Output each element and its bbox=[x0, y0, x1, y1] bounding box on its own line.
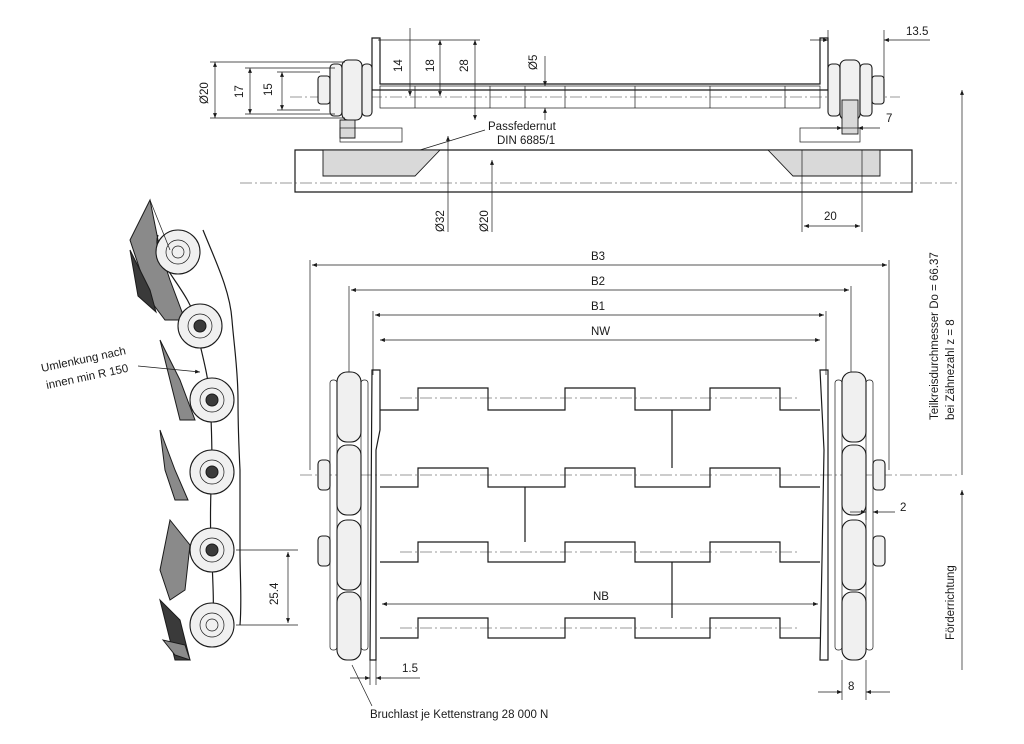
pitch-diameter-2: bei Zähnezahl z = 8 bbox=[945, 319, 957, 420]
top-view: 14 18 28 Ø5 Ø20 17 15 13.5 7 Passfedernu… bbox=[199, 26, 960, 232]
slat-row-1 bbox=[380, 387, 820, 411]
dim-17: 17 bbox=[234, 85, 246, 98]
dim-pitch: 25.4 bbox=[269, 582, 281, 605]
dim-b2: B2 bbox=[591, 276, 605, 288]
dim-14: 14 bbox=[393, 59, 405, 72]
dim-d20: Ø20 bbox=[199, 82, 211, 104]
dim-b3: B3 bbox=[591, 251, 605, 263]
pin-head-right bbox=[871, 75, 885, 105]
slat-profile bbox=[371, 37, 829, 91]
right-chain-strand bbox=[819, 369, 886, 661]
side-roller-6 bbox=[189, 602, 235, 648]
conveying-direction: Förderrichtung bbox=[945, 565, 957, 640]
front-view: B3 B2 B1 NW bbox=[300, 251, 960, 721]
left-keyway-hatch bbox=[322, 149, 442, 177]
pitch-diameter-1: Teilkreisdurchmesser Do = 66.37 bbox=[929, 252, 941, 420]
keyway-label-2: DIN 6885/1 bbox=[497, 135, 555, 147]
dim-nw: NW bbox=[591, 326, 610, 338]
right-notes: Teilkreisdurchmesser Do = 66.37 bei Zähn… bbox=[929, 90, 964, 670]
keyway-label-1: Passfedernut bbox=[488, 121, 557, 133]
dim-20: 20 bbox=[824, 211, 837, 223]
right-keyway-hatch bbox=[766, 149, 881, 177]
pin-head-left bbox=[317, 75, 331, 105]
dim-nb: NB bbox=[593, 591, 609, 603]
dim-b1: B1 bbox=[591, 301, 605, 313]
dim-1-5: 1.5 bbox=[402, 663, 418, 675]
dim-d5: Ø5 bbox=[528, 55, 540, 70]
dim-d20b: Ø20 bbox=[479, 210, 491, 232]
left-chain-strand bbox=[317, 369, 381, 661]
dim-18: 18 bbox=[425, 59, 437, 72]
slat-row-4 bbox=[380, 617, 820, 639]
dim-8: 8 bbox=[848, 681, 854, 693]
slat-row-3 bbox=[380, 541, 820, 563]
dim-2: 2 bbox=[900, 502, 906, 514]
dim-28: 28 bbox=[459, 59, 471, 72]
side-view: Umlenkung nach innen min R 150 25.4 bbox=[40, 198, 298, 661]
dim-d32: Ø32 bbox=[435, 210, 447, 232]
slat-row-2 bbox=[380, 467, 820, 488]
dim-13-5: 13.5 bbox=[906, 26, 928, 38]
dim-15: 15 bbox=[263, 83, 275, 96]
dim-7: 7 bbox=[886, 113, 892, 125]
side-roller-1 bbox=[155, 229, 201, 275]
breaking-load-note: Bruchlast je Kettenstrang 28 000 N bbox=[370, 709, 548, 721]
base-rail bbox=[294, 149, 913, 193]
